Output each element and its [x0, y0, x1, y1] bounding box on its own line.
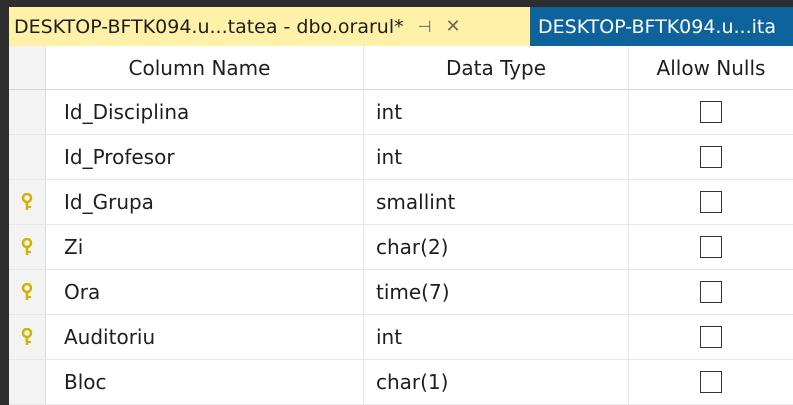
allow-nulls-checkbox[interactable] — [700, 326, 722, 348]
primary-key-icon — [21, 193, 33, 210]
document-tab-bar: DESKTOP-BFTK094.u...tatea - dbo.orarul* … — [0, 0, 793, 46]
header-selector-cell — [9, 46, 46, 89]
data-type-cell[interactable]: char(2) — [364, 225, 629, 269]
row-selector[interactable] — [9, 135, 46, 179]
grid-header: Column Name Data Type Allow Nulls — [9, 46, 793, 90]
allow-nulls-checkbox[interactable] — [700, 281, 722, 303]
column-name-cell[interactable]: Bloc — [46, 360, 364, 404]
data-type-cell[interactable]: int — [364, 90, 629, 134]
allow-nulls-checkbox[interactable] — [700, 191, 722, 213]
column-name-cell[interactable]: Auditoriu — [46, 315, 364, 359]
pin-icon[interactable]: ⊣ — [417, 17, 432, 36]
row-selector[interactable] — [9, 90, 46, 134]
table-row[interactable]: Id_Profesor int — [9, 135, 793, 180]
data-type-cell[interactable]: smallint — [364, 180, 629, 224]
primary-key-icon — [21, 328, 33, 345]
tab-second-document[interactable]: DESKTOP-BFTK094.u...ita — [530, 7, 793, 46]
tab-title: DESKTOP-BFTK094.u...ita — [538, 15, 776, 38]
data-type-cell[interactable]: int — [364, 315, 629, 359]
table-row[interactable]: Auditoriu int — [9, 315, 793, 360]
close-icon[interactable]: ✕ — [445, 16, 461, 37]
column-name-cell[interactable]: Id_Disciplina — [46, 90, 364, 134]
table-designer-grid: Column Name Data Type Allow Nulls Id_Dis… — [9, 46, 793, 405]
data-type-cell[interactable]: char(1) — [364, 360, 629, 404]
allow-nulls-checkbox[interactable] — [700, 371, 722, 393]
table-row[interactable]: Ora time(7) — [9, 270, 793, 315]
data-type-cell[interactable]: time(7) — [364, 270, 629, 314]
allow-nulls-cell — [629, 270, 793, 314]
table-row[interactable]: Zi char(2) — [9, 225, 793, 270]
allow-nulls-cell — [629, 225, 793, 269]
column-name-cell[interactable]: Id_Grupa — [46, 180, 364, 224]
primary-key-icon — [21, 238, 33, 255]
tab-title: DESKTOP-BFTK094.u...tatea - dbo.orarul* — [14, 15, 404, 38]
column-name-cell[interactable]: Ora — [46, 270, 364, 314]
row-selector[interactable] — [9, 225, 46, 269]
allow-nulls-cell — [629, 180, 793, 224]
allow-nulls-cell — [629, 360, 793, 404]
primary-key-icon — [21, 283, 33, 300]
column-name-cell[interactable]: Zi — [46, 225, 364, 269]
data-type-header: Data Type — [364, 46, 629, 89]
allow-nulls-cell — [629, 135, 793, 179]
row-selector[interactable] — [9, 315, 46, 359]
column-name-header: Column Name — [46, 46, 364, 89]
allow-nulls-cell — [629, 90, 793, 134]
tab-orarul-design[interactable]: DESKTOP-BFTK094.u...tatea - dbo.orarul* … — [9, 7, 530, 46]
row-selector[interactable] — [9, 270, 46, 314]
allow-nulls-checkbox[interactable] — [700, 101, 722, 123]
allow-nulls-cell — [629, 315, 793, 359]
allow-nulls-header: Allow Nulls — [656, 55, 766, 80]
column-name-cell[interactable]: Id_Profesor — [46, 135, 364, 179]
row-selector[interactable] — [9, 360, 46, 404]
table-row[interactable]: Id_Grupa smallint — [9, 180, 793, 225]
allow-nulls-checkbox[interactable] — [700, 236, 722, 258]
data-type-cell[interactable]: int — [364, 135, 629, 179]
allow-nulls-checkbox[interactable] — [700, 146, 722, 168]
table-row[interactable]: Id_Disciplina int — [9, 90, 793, 135]
row-selector[interactable] — [9, 180, 46, 224]
table-row[interactable]: Bloc char(1) — [9, 360, 793, 405]
